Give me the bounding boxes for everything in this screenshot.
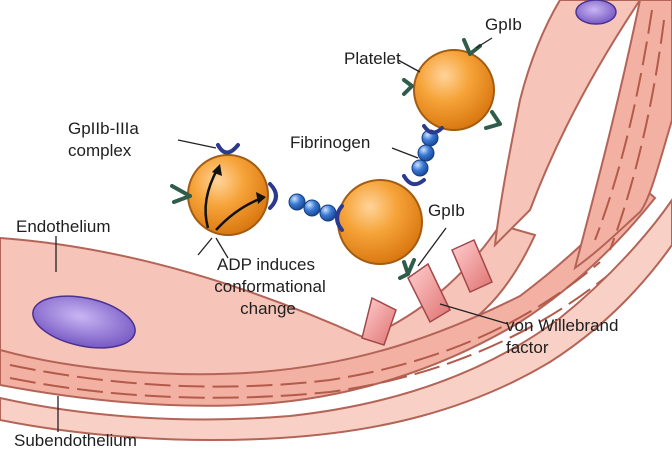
fibrinogen-bead: [289, 194, 305, 210]
label-fibrinogen: Fibrinogen: [290, 133, 370, 152]
gp2b3a-receptor-top: [218, 145, 238, 153]
leader-gplb-top: [476, 38, 492, 48]
platelet-body: [338, 180, 422, 264]
label-gplb-mid: GpIb: [428, 201, 465, 220]
platelet-body: [188, 155, 268, 235]
fibrinogen-bead: [320, 205, 336, 221]
label-vwf-1: von Willebrand: [506, 316, 618, 335]
label-gp2b3a-1: GpIIb-IIIa: [68, 119, 139, 138]
gplb-receptor-left: [404, 80, 412, 94]
platelet-body: [414, 50, 494, 130]
label-adp-3: change: [240, 299, 296, 318]
vessel-wall-right: [495, 0, 672, 268]
fibrinogen-bead: [418, 145, 434, 161]
label-adp-2: conformational: [214, 277, 326, 296]
fibrinogen-bead: [412, 160, 428, 176]
label-endothelium: Endothelium: [16, 217, 111, 236]
label-subendothelium: Subendothelium: [14, 431, 137, 450]
label-gp2b3a-2: complex: [68, 141, 132, 160]
platelet-left: [172, 145, 276, 235]
leader-platelet: [398, 60, 420, 72]
fibrinogen-bead: [304, 200, 320, 216]
label-platelet: Platelet: [344, 49, 401, 68]
fibrinogen-chain-horizontal: [289, 194, 336, 221]
leader-gp2b3a: [178, 140, 216, 148]
endothelial-nucleus-right: [576, 0, 616, 24]
fibrinogen-chain-vertical: [412, 130, 438, 176]
gplb-receptor-right: [486, 112, 500, 128]
label-adp-1: ADP induces: [217, 255, 315, 274]
platelet-top: [404, 40, 500, 133]
leader-fibrinogen: [392, 148, 418, 158]
leader-adp-1: [198, 238, 212, 255]
gp2b3a-receptor-right: [270, 184, 276, 208]
label-gplb-top: GpIb: [485, 15, 522, 34]
label-vwf-2: factor: [506, 338, 549, 357]
gp2b3a-receptor-top: [404, 176, 424, 184]
leader-gplb-mid: [418, 228, 446, 266]
platelet-middle: [337, 176, 424, 278]
